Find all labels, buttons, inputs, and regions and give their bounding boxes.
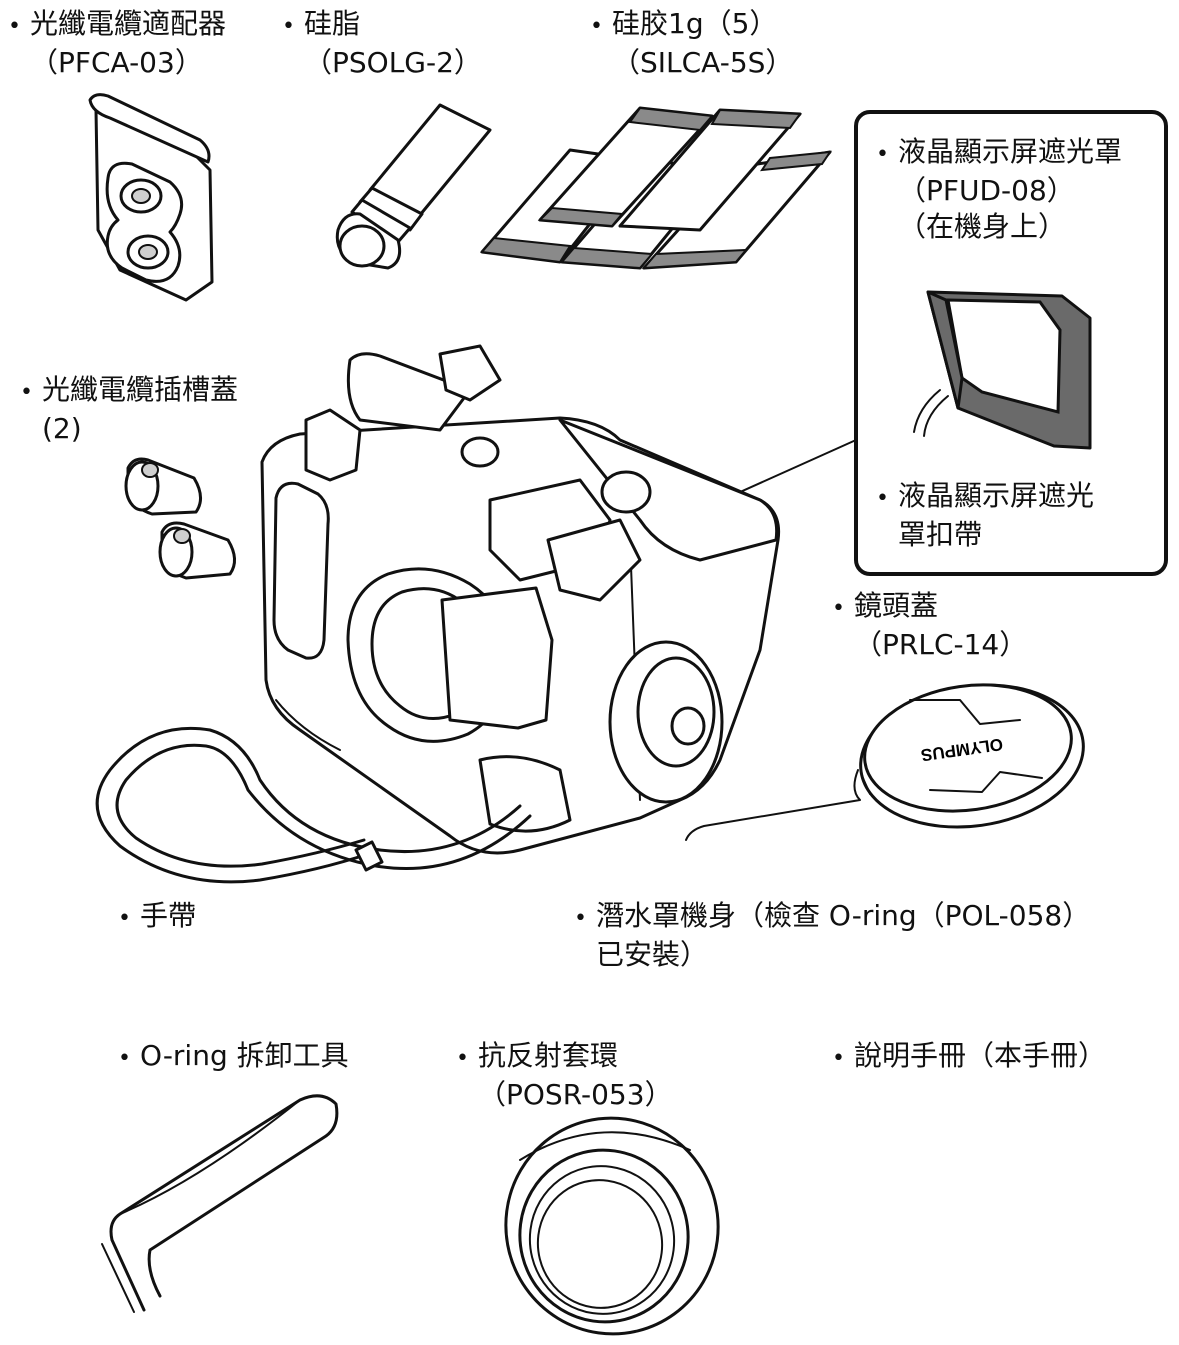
lcd-hood-illustration — [913, 290, 1092, 450]
hand-strap-name: 手帶 — [140, 899, 197, 932]
hand-strap-illustration — [95, 726, 532, 884]
fiber-adapter-name: 光纖電纜適配器 — [30, 7, 227, 40]
label-fiber-adapter: • 光纖電纜適配器 （PFCA-03） — [8, 6, 226, 81]
lcd-hood-code: （PFUD-08） — [898, 174, 1075, 207]
grease-name: 硅脂 — [304, 7, 361, 40]
silica-gel-name: 硅胶1g（5） — [612, 7, 778, 40]
label-silica-gel: • 硅胶1g（5） （SILCA-5S） — [590, 6, 793, 81]
lcd-hood-strap-line1: 液晶顯示屏遮光 — [898, 479, 1095, 512]
anti-reflection-ring-name: 抗反射套環 — [478, 1039, 619, 1072]
label-oring-tool: • O-ring 拆卸工具 — [118, 1038, 349, 1077]
lcd-hood-name: 液晶顯示屏遮光罩 — [898, 135, 1123, 168]
lens-cap-code: （PRLC-14） — [854, 628, 1028, 661]
silica-gel-illustration — [480, 106, 833, 270]
housing-body-line2: 已安裝） — [596, 938, 709, 971]
bullet: • — [20, 380, 33, 405]
label-hand-strap: • 手帶 — [118, 898, 196, 937]
bullet: • — [456, 1046, 469, 1071]
bullet: • — [876, 486, 889, 511]
anti-reflection-ring-code: （POSR-053） — [478, 1078, 673, 1111]
fiber-cap-count: (2) — [42, 412, 82, 445]
housing-body-line1: 潛水罩機身（檢查 O-ring（POL-058） — [596, 899, 1091, 932]
bullet: • — [832, 596, 845, 621]
lens-cap-name: 鏡頭蓋 — [854, 589, 939, 622]
bullet: • — [8, 14, 21, 39]
label-lcd-hood-strap: • 液晶顯示屏遮光 罩扣帶 — [876, 478, 1094, 553]
label-housing-body: • 潛水罩機身（檢查 O-ring（POL-058） 已安裝） — [574, 898, 1090, 973]
label-manual: • 說明手冊（本手冊） — [832, 1038, 1106, 1077]
bullet: • — [282, 14, 295, 39]
housing-body-illustration — [260, 344, 781, 855]
manual-name: 說明手冊（本手冊） — [854, 1039, 1107, 1072]
lens-cap-illustration: OLYMPUS — [685, 683, 1085, 841]
label-anti-reflection-ring: • 抗反射套環 （POSR-053） — [456, 1038, 673, 1113]
grease-code: （PSOLG-2） — [304, 46, 482, 79]
bullet: • — [118, 906, 131, 931]
grease-tube-illustration — [335, 103, 492, 270]
lcd-hood-frame — [854, 110, 1168, 576]
silica-gel-code: （SILCA-5S） — [612, 46, 794, 79]
oring-tool-name: O-ring 拆卸工具 — [140, 1039, 349, 1072]
fiber-adapter-illustration — [88, 93, 214, 302]
label-lens-cap: • 鏡頭蓋 （PRLC-14） — [832, 588, 1027, 663]
label-grease: • 硅脂 （PSOLG-2） — [282, 6, 482, 81]
bullet: • — [118, 1046, 131, 1071]
bullet: • — [590, 14, 603, 39]
fiber-adapter-code: （PFCA-03） — [30, 46, 203, 79]
bullet: • — [876, 142, 889, 167]
anti-reflection-ring-illustration — [504, 1116, 720, 1336]
bullet: • — [574, 906, 587, 931]
fiber-cap-illustration — [124, 457, 236, 580]
oring-tool-illustration — [101, 1094, 339, 1313]
lcd-hood-strap-line2: 罩扣帶 — [898, 518, 983, 551]
bullet: • — [832, 1046, 845, 1071]
fiber-cap-name: 光纖電纜插槽蓋 — [42, 373, 239, 406]
label-lcd-hood: • 液晶顯示屏遮光罩 （PFUD-08） （在機身上） — [876, 134, 1122, 245]
label-fiber-cap: • 光纖電纜插槽蓋 (2) — [20, 372, 238, 447]
lcd-hood-note: （在機身上） — [898, 210, 1067, 243]
